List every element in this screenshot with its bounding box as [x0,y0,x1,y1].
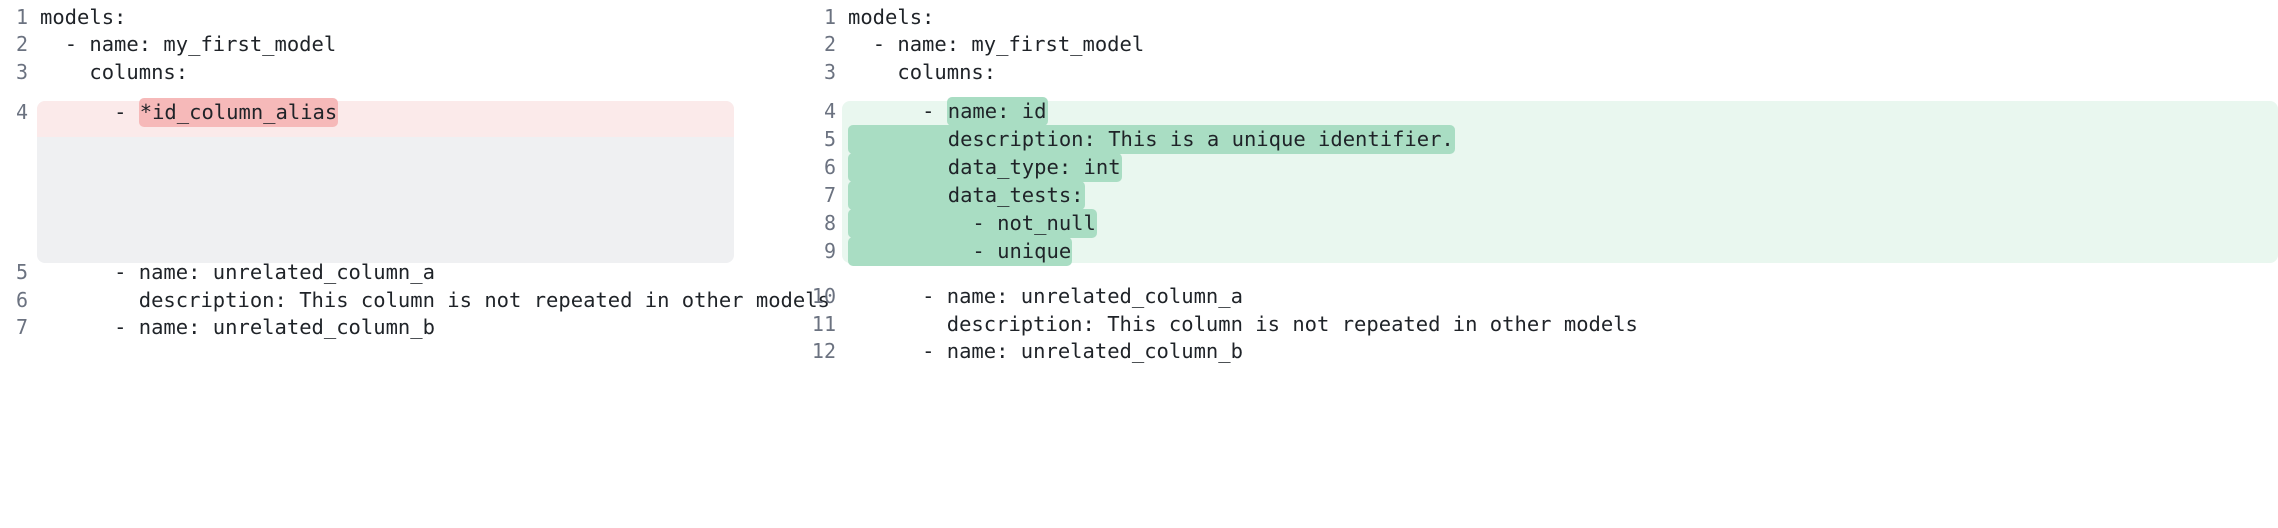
line-number: 3 [823,59,836,84]
line-content: - name: my_first_model [836,31,2278,58]
line-indent [40,315,114,339]
code-line[interactable]: 11 description: This column is not repea… [800,311,2278,338]
code-line[interactable]: 12 - name: unrelated_column_b [800,338,2278,365]
deleted-region-filler [0,127,800,259]
line-content: description: This column is not repeated… [28,287,830,314]
line-content: - name: unrelated_column_a [28,259,800,286]
line-number: 1 [823,5,836,29]
added-word-highlight: name: id [946,97,1048,127]
line-indent [40,288,139,312]
line-content: description: This column is not repeated… [836,311,2278,338]
added-word-highlight: data_type: int [848,153,1122,183]
line-content: - name: my_first_model [28,31,800,58]
code-line-added[interactable]: 4 - name: id [800,97,2278,127]
line-content: - name: unrelated_column_b [28,314,800,341]
line-indent [849,127,948,151]
line-indent [849,211,972,235]
line-number: 5 [15,260,28,285]
line-indent [848,99,922,123]
line-prefix: - [922,99,947,124]
code-line[interactable]: 5 - name: unrelated_column_a [0,259,800,286]
code-line[interactable]: 2 - name: my_first_model [0,31,800,58]
code-line-added[interactable]: 6 data_type: int [800,153,2278,183]
line-number: 7 [15,314,28,339]
line-content: - *id_column_alias [28,97,800,128]
line-indent [848,284,922,308]
line-number: 6 [823,155,836,180]
line-content: - name: id [836,97,2278,127]
code-line[interactable]: 6 description: This column is not repeat… [0,287,830,314]
line-number: 2 [15,32,28,57]
diff-pane-after: 1 models: 2 - name: my_first_model 3 col… [800,0,2278,528]
code-line[interactable]: 10 - name: unrelated_column_a [800,283,2278,310]
code-line[interactable]: 3 columns: [0,59,800,86]
code-line[interactable]: 2 - name: my_first_model [800,31,2278,58]
line-number: 11 [811,311,836,336]
added-word-highlight: data_tests: [848,181,1085,211]
line-number: 2 [823,32,836,57]
line-indent [849,183,948,207]
line-number: 6 [15,287,28,312]
line-content: description: This is a unique identifier… [836,125,2278,155]
line-indent [40,260,114,284]
line-number: 7 [823,183,836,208]
added-word-highlight: description: This is a unique identifier… [848,125,1455,155]
code-line[interactable]: 1 models: [800,4,2278,31]
diff-pane-before: 1 models: 2 - name: my_first_model 3 col… [0,0,830,528]
line-indent [848,60,897,84]
line-content: - unique [836,237,2278,267]
line-indent [40,32,65,56]
line-number: 10 [811,284,836,309]
line-content: data_type: int [836,153,2278,183]
line-content: - name: unrelated_column_b [836,338,2278,365]
line-indent [849,239,972,263]
code-line[interactable]: 1 models: [0,4,800,31]
line-content: columns: [28,59,800,86]
line-indent [40,100,114,124]
line-indent [40,60,89,84]
line-number: 4 [823,99,836,124]
line-number: 3 [15,59,28,84]
line-number: 9 [823,239,836,264]
diff-gap-spacer [800,265,2278,283]
diff-gap-spacer [0,86,800,97]
line-content: models: [40,5,127,29]
line-number: 8 [823,211,836,236]
deleted-word-highlight: *id_column_alias [138,98,339,128]
added-word-highlight: - unique [848,237,1073,267]
line-indent [848,312,947,336]
line-prefix: - [114,100,139,125]
added-word-highlight: - not_null [848,209,1097,239]
line-content: data_tests: [836,181,2278,211]
code-line[interactable]: 7 - name: unrelated_column_b [0,314,800,341]
line-content: - not_null [836,209,2278,239]
line-indent [848,339,922,363]
line-number: 12 [811,338,836,363]
line-number: 4 [15,100,28,125]
line-content: models: [848,5,935,29]
line-content: - name: unrelated_column_a [836,283,2278,310]
code-line-added[interactable]: 5 description: This is a unique identifi… [800,125,2278,155]
diff-gap-spacer [800,86,2278,97]
line-content: columns: [836,59,2278,86]
line-number: 1 [15,5,28,29]
code-line-added[interactable]: 9 - unique [800,237,2278,267]
line-indent [849,155,948,179]
line-number: 5 [823,127,836,152]
code-line[interactable]: 3 columns: [800,59,2278,86]
code-line-deleted[interactable]: 4 - *id_column_alias [0,97,800,128]
code-line-added[interactable]: 8 - not_null [800,209,2278,239]
code-line-added[interactable]: 7 data_tests: [800,181,2278,211]
line-indent [848,32,873,56]
